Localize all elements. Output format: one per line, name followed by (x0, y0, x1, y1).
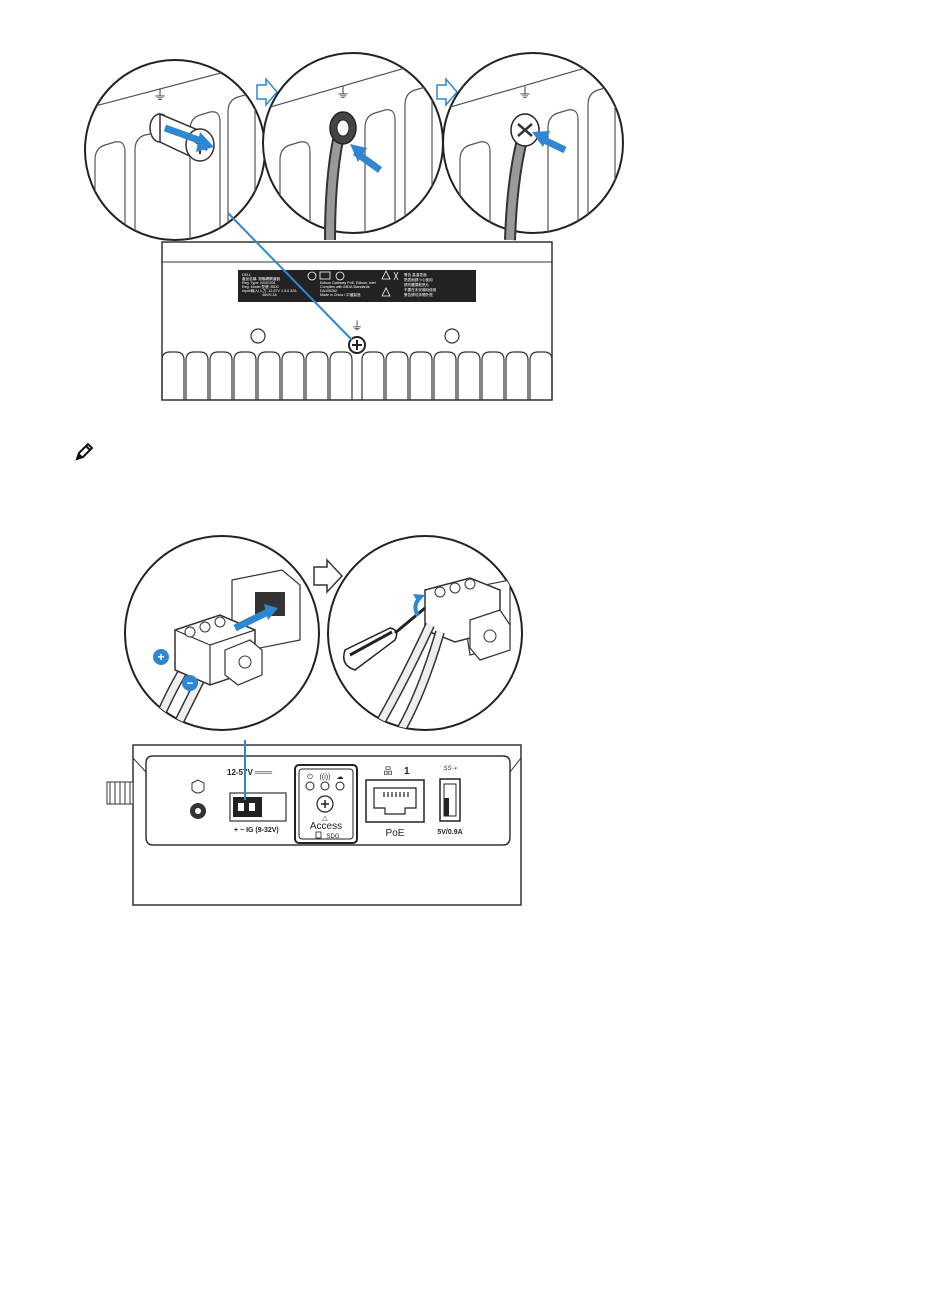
positive-marker-icon (153, 649, 169, 665)
label-text: 請勿觸摸散熱片 (404, 282, 430, 287)
negative-marker-icon (182, 675, 198, 691)
step-arrow (436, 76, 458, 108)
svg-text:⏻: ⏻ (307, 773, 313, 781)
label-text: DELL (242, 273, 251, 277)
step-arrow (256, 76, 278, 108)
mount-hole (250, 328, 266, 344)
usb-superspeed-icon: SS⇢ (443, 766, 457, 772)
power-terminal-label: + − IG (9-32V) (234, 827, 279, 834)
device-back-panel: DELL 產品名稱: 物聯網閘道器 Reg. Type: N03G001 Reg… (161, 241, 553, 401)
access-label: Access (310, 821, 342, 832)
weee-bin-icon (393, 271, 399, 281)
regulatory-label: DELL 產品名稱: 物聯網閘道器 Reg. Type: N03G001 Reg… (238, 270, 476, 302)
sdg-label: SDG (326, 834, 339, 840)
heatsink-fins (161, 351, 553, 400)
leader-line (227, 212, 353, 341)
svg-text:☁: ☁ (337, 774, 344, 781)
positive-marker-label: + (157, 650, 164, 664)
power-input-label: 12-57V ═══ (227, 768, 272, 777)
shield-icon (191, 779, 205, 794)
label-text: Edison Gateway PoE, Edison, Intel (320, 281, 376, 285)
pencil-note-icon (74, 442, 94, 462)
device-front-panel: 12-57V ═══ + − IG (9-32V) ⏻ ((i)) ☁ △ Ac… (106, 740, 522, 906)
zoom-circle-tighten-terminal (327, 535, 523, 731)
label-text: 48V/0.3A (262, 293, 277, 297)
zoom-circle-tighten-screw: ⏚ (442, 52, 624, 241)
label-text: DA105282 (320, 289, 337, 293)
ce-mark-icon (307, 271, 317, 281)
lock-icon (315, 831, 322, 839)
hot-surface-icon (381, 287, 391, 297)
zoom-circle-insert-connector: + − (124, 535, 320, 731)
svg-text:((i)): ((i)) (320, 774, 331, 781)
label-text: Reg. Model 型號: IBDC (242, 284, 280, 289)
label-text: 熱表面請小心使用 (404, 277, 433, 282)
label-text: 產品名稱: 物聯網閘道器 (242, 276, 280, 281)
usb-rating-label: 5V/0.9A (437, 829, 462, 836)
antenna-connector (106, 781, 134, 805)
svg-text:⏚: ⏚ (336, 85, 350, 101)
ground-symbol: ⏚ (351, 319, 363, 333)
ul-mark-icon (335, 271, 345, 281)
label-text: Reg. Type: N03G001 (242, 281, 276, 285)
cert-mark-icon (319, 271, 331, 280)
label-text: Made in China / 中國製造 (320, 292, 361, 297)
mount-hole (444, 328, 460, 344)
svg-text:⏚: ⏚ (518, 85, 532, 101)
warning-triangle-icon (381, 270, 391, 280)
grounding-screw-illustration: ⏚ ⏚ ⏚ (84, 52, 624, 401)
svg-text:△: △ (322, 815, 328, 822)
led-wireless-icon (320, 781, 330, 791)
label-text: 警告 高溫表面 (404, 272, 427, 277)
ground-symbol: ⏚ (153, 87, 167, 103)
label-text: Input/輸入/入力: 12-57V 1.5-0.32A (242, 288, 297, 293)
poe-label: PoE (386, 828, 405, 839)
label-text: 警告請勿拆開外殼 (404, 292, 433, 297)
lan-port-number: 1 (404, 766, 410, 777)
label-text: 不要在未安裝時使用 (404, 287, 437, 292)
power-connector-illustration: + − (106, 535, 523, 906)
zoom-circle-remove-screw: ⏚ (84, 59, 266, 241)
led-power-icon (305, 781, 315, 791)
led-cloud-icon (335, 781, 345, 791)
zoom-circle-attach-cable: ⏚ (262, 52, 444, 241)
label-text: Complies with IMDA Standards (320, 285, 370, 289)
step-arrow (313, 558, 344, 594)
negative-marker-label: − (186, 676, 193, 690)
network-icon: 品 (383, 766, 392, 776)
